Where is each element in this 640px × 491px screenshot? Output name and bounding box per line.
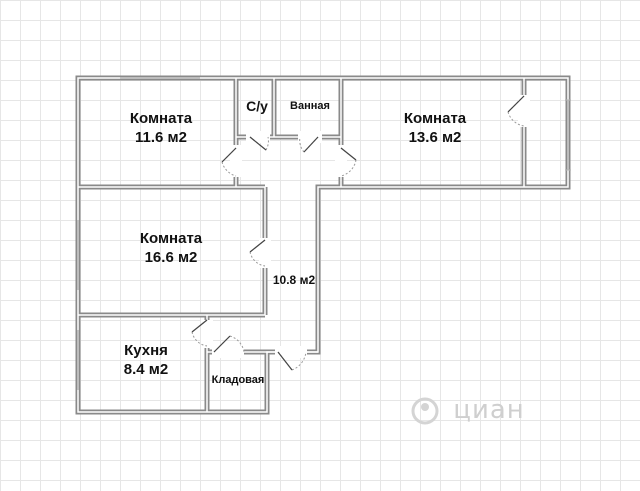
room-2-area: 13.6 м2 <box>408 128 462 146</box>
kitchen-label: Кухня 8.4 м2 <box>95 342 197 380</box>
storage-name: Кладовая <box>211 374 265 386</box>
door-storage <box>213 335 245 353</box>
room-3-name: Комната <box>139 230 203 247</box>
door-entrance <box>277 351 307 371</box>
room-2-label: Комната 13.6 м2 <box>372 110 498 148</box>
door-openings <box>201 95 530 358</box>
kitchen-area: 8.4 м2 <box>123 360 169 378</box>
hall-area: 10.8 м2 <box>272 273 316 287</box>
storage-label: Кладовая <box>206 374 270 388</box>
toilet-label: С/у <box>238 98 276 116</box>
door-balcony <box>507 95 525 127</box>
cian-logo-icon <box>411 397 439 424</box>
room-1-area: 11.6 м2 <box>135 128 187 146</box>
room-3-area: 16.6 м2 <box>144 248 198 266</box>
watermark-text: циан <box>453 395 525 425</box>
bathroom-name: Ванная <box>290 100 330 112</box>
kitchen-name: Кухня <box>124 342 168 359</box>
room-1-name: Комната <box>129 110 193 127</box>
watermark: циан <box>410 395 525 426</box>
toilet-name: С/у <box>246 98 268 114</box>
room-3-label: Комната 16.6 м2 <box>110 230 232 268</box>
room-2-name: Комната <box>403 110 467 127</box>
windows <box>77 77 571 390</box>
bathroom-label: Ванная <box>278 100 342 114</box>
room-1-label: Комната 11.6 м2 <box>100 110 222 148</box>
door-leaves <box>191 95 525 371</box>
hall-label: 10.8 м2 <box>266 273 322 288</box>
